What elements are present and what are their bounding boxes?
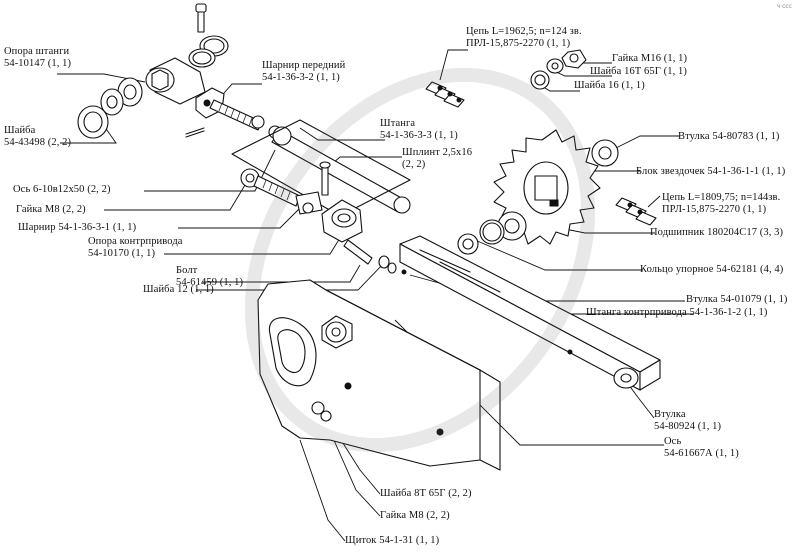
label-opora-kontrprivoda-name: Опора контрпривода <box>88 236 183 247</box>
label-shayba-12: Шайба 12 (1, 1) <box>143 284 214 295</box>
rod-assembly <box>185 119 411 217</box>
counterdrive-arm <box>399 235 661 391</box>
label-shtanga-code: 54-1-36-3-3 (1, 1) <box>380 130 458 141</box>
lower-chain <box>615 197 657 226</box>
label-blok-zvezdochek: Блок звездочек 54-1-36-1-1 (1, 1) <box>636 166 786 177</box>
label-shplint-qty: (2, 2) <box>402 159 426 170</box>
label-shchitok: Щиток 54-1-31 (1, 1) <box>345 535 440 546</box>
label-os-name: Ось <box>664 436 682 447</box>
label-bolt-name: Болт <box>176 265 198 276</box>
label-chain1-line1: Цепь L=1962,5; n=124 зв. <box>466 26 582 37</box>
label-gayka-m8-top: Гайка М8 (2, 2) <box>16 204 86 215</box>
label-shtanga-name: Штанга <box>380 118 416 129</box>
hinge-3-1-assembly <box>240 168 397 274</box>
label-chain2-line2: ПРЛ-15,875-2270 (1, 1) <box>662 204 767 215</box>
nut-washer-stack <box>530 49 587 90</box>
label-shayba-8t: Шайба 8Т 65Г (2, 2) <box>380 488 472 499</box>
leader-lines <box>57 49 694 542</box>
label-vtulka-01079: Втулка 54-01079 (1, 1) <box>686 294 788 305</box>
label-opora-shtangi-code: 54-10147 (1, 1) <box>4 58 72 69</box>
label-podshipnik: Подшипник 180204С17 (3, 3) <box>650 227 784 238</box>
label-vtulka-code: 54-80924 (1, 1) <box>654 421 722 432</box>
label-shayba-name: Шайба <box>4 125 36 136</box>
upper-chain <box>425 81 465 108</box>
label-chain2-line1: Цепь L=1809,75; n=144зв. <box>662 192 781 203</box>
label-gayka-m16: Гайка М16 (1, 1) <box>612 53 688 64</box>
label-kolco: Кольцо упорное 54-62181 (4, 4) <box>640 264 784 275</box>
label-shayba-16t: Шайба 16Т 65Г (1, 1) <box>590 66 687 77</box>
label-gayka-m8-bottom: Гайка М8 (2, 2) <box>380 510 450 521</box>
bushing-01079 <box>457 233 479 255</box>
label-shtanga-kontr: Штанга контрпривода 54-1-36-1-2 (1, 1) <box>586 307 768 318</box>
front-hinge-assembly <box>77 3 282 139</box>
label-os-code: 54-61667А (1, 1) <box>664 448 739 459</box>
label-opora-shtangi-name: Опора штанги <box>4 46 70 57</box>
label-sharnir-peredniy-name: Шарнир передний <box>262 60 346 71</box>
label-shayba-16: Шайба 16 (1, 1) <box>574 80 645 91</box>
label-bolt-code: 54-61459 (1, 1) <box>176 277 244 288</box>
corner-mark: ч·ccc <box>776 3 792 10</box>
label-chain1-line2: ПРЛ-15,875-2270 (1, 1) <box>466 38 571 49</box>
label-sharnir-3-1: Шарнир 54-1-36-3-1 (1, 1) <box>18 222 137 233</box>
label-opora-kontrprivoda-code: 54-10170 (1, 1) <box>88 248 156 259</box>
label-os-6: Ось 6-10в12х50 (2, 2) <box>13 184 111 195</box>
label-shayba-code: 54-43498 (2, 2) <box>4 137 72 148</box>
label-shplint-name: Шплинт 2,5х16 <box>402 147 473 158</box>
label-vtulka-name: Втулка <box>654 409 686 420</box>
label-vtulka-80783: Втулка 54-80783 (1, 1) <box>678 131 780 142</box>
label-sharnir-peredniy-code: 54-1-36-3-2 (1, 1) <box>262 72 340 83</box>
sprocket-block <box>479 129 619 245</box>
shield-plate <box>257 279 501 471</box>
watermark <box>244 67 596 453</box>
